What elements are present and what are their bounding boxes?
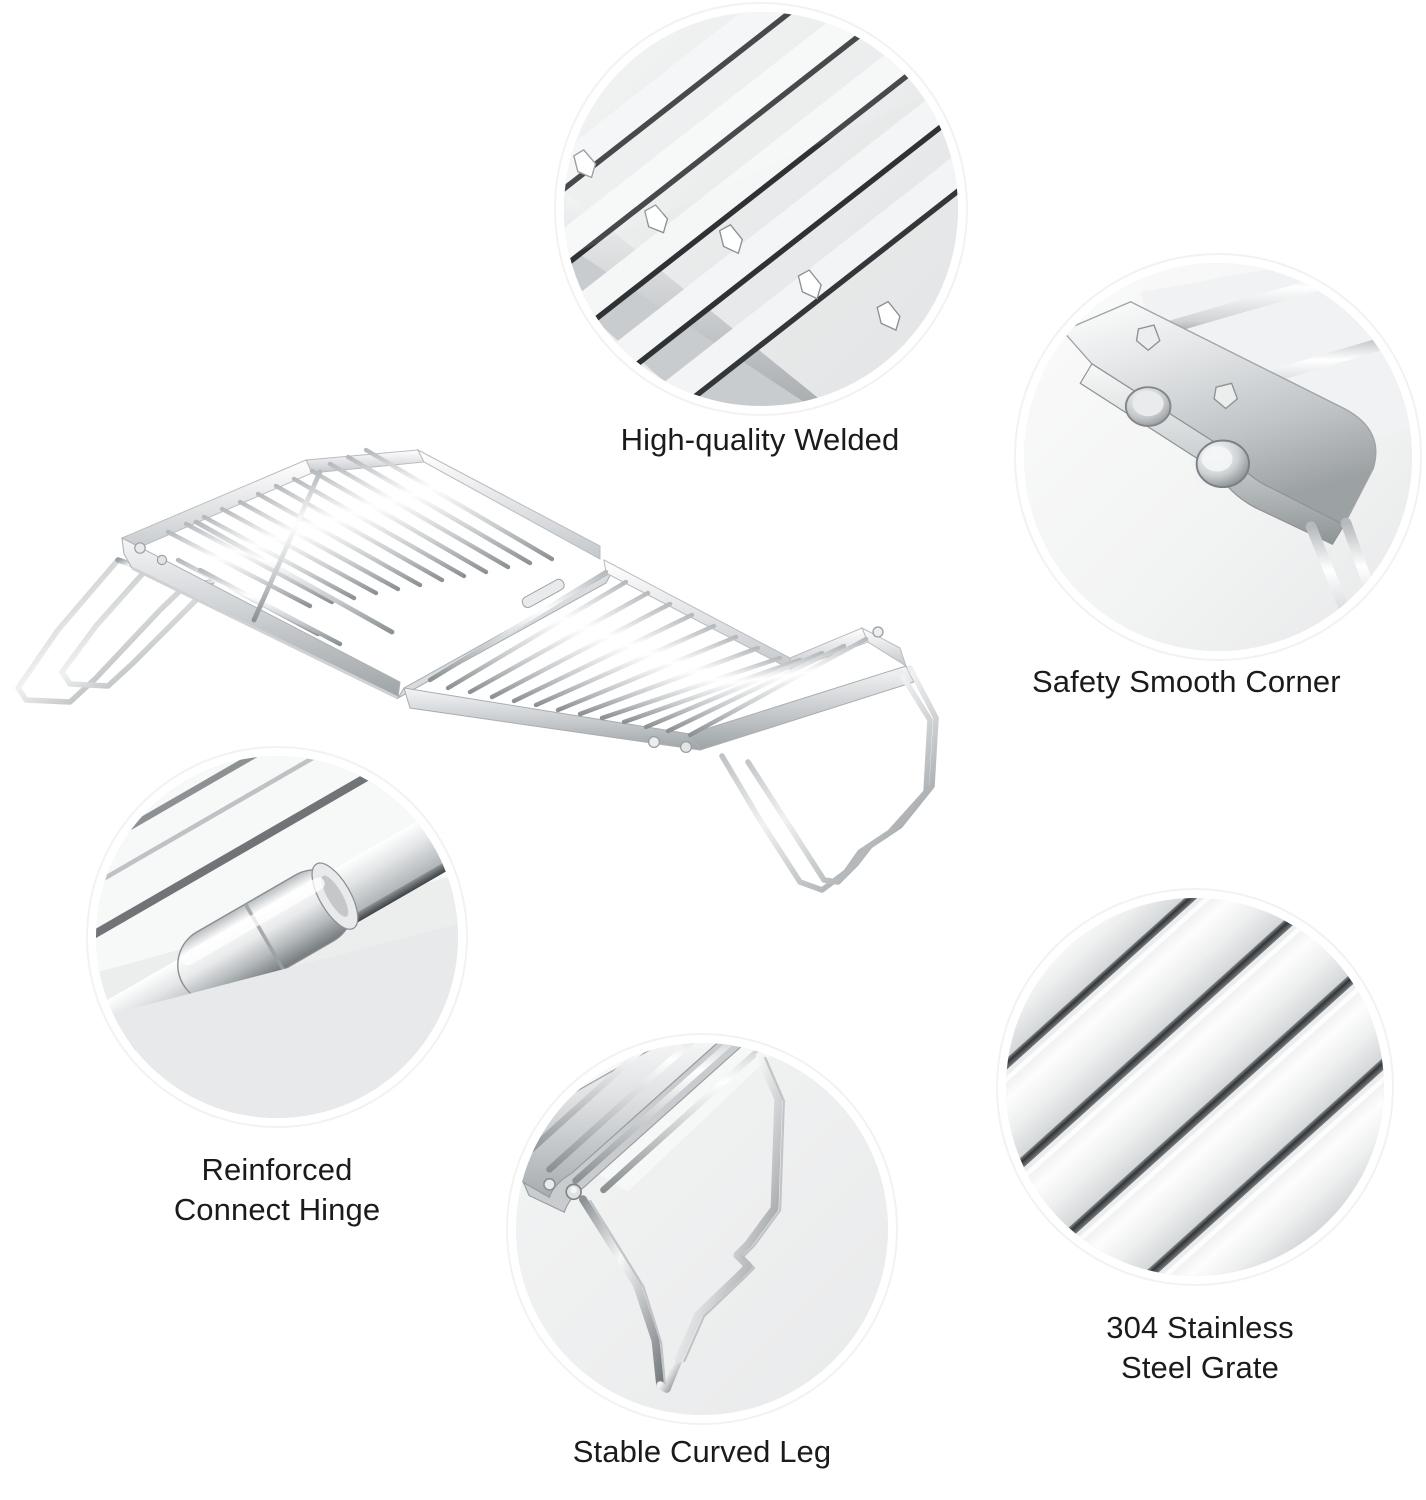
left-cross-brace xyxy=(193,469,395,635)
right-leg xyxy=(719,665,939,893)
callout-stable-curved-leg xyxy=(508,1035,896,1423)
grill-grate-icon xyxy=(15,447,939,893)
rivet xyxy=(679,740,693,754)
corner-detail-icon xyxy=(1024,263,1412,651)
rivet xyxy=(543,1178,556,1191)
callout-304-stainless-steel-grate xyxy=(998,890,1392,1284)
hinge-detail-icon xyxy=(96,756,458,1118)
rivet xyxy=(872,626,884,638)
left-grate-panel xyxy=(121,447,601,700)
curved-leg-wire xyxy=(579,1052,783,1393)
right-grate-rods xyxy=(445,579,869,738)
caption-stable-curved-leg: Stable Curved Leg xyxy=(572,1434,832,1469)
left-grate-rods xyxy=(165,447,555,609)
caption-high-quality-welded: High-quality Welded xyxy=(620,422,900,457)
caption-reinforced-connect-hinge: Reinforced Connect Hinge xyxy=(173,1152,381,1227)
weld-points xyxy=(573,149,901,332)
rivet xyxy=(156,554,168,566)
rivet xyxy=(134,542,146,554)
hinge-barrel xyxy=(177,862,359,1004)
caption-304-stainless-steel-grate: 304 Stainless Steel Grate xyxy=(1106,1310,1294,1385)
callout-reinforced-connect-hinge xyxy=(88,748,466,1126)
grate-detail-icon xyxy=(1006,898,1384,1276)
leg-detail-icon xyxy=(516,1043,888,1415)
weld-detail-icon xyxy=(564,12,958,406)
caption-safety-smooth-corner: Safety Smooth Corner xyxy=(1032,664,1341,699)
right-grate-panel xyxy=(403,559,915,754)
rivet xyxy=(647,735,661,749)
callout-safety-smooth-corner xyxy=(1016,255,1420,659)
product-hero-image xyxy=(0,420,1080,1000)
callout-high-quality-welded xyxy=(556,4,966,414)
